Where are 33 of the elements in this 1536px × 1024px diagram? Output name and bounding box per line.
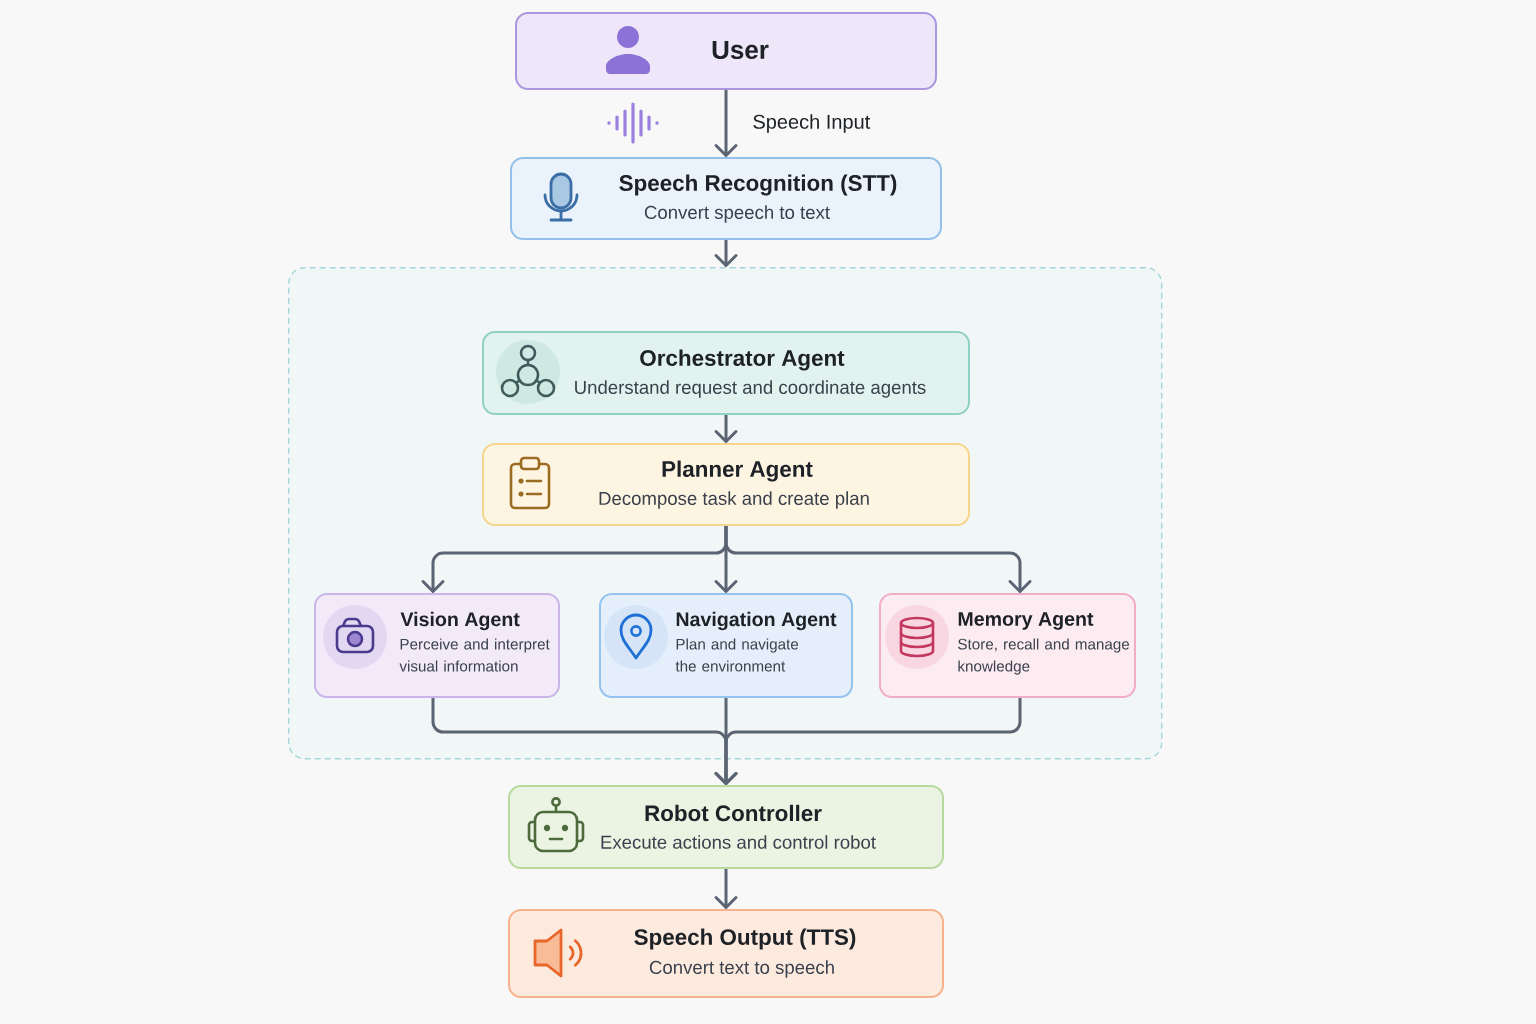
title: Planner Agent	[662, 460, 813, 482]
title: User	[712, 40, 769, 60]
title: Speech Recognition (STT)	[619, 174, 897, 196]
description: Plan and navigate the environment	[675, 638, 799, 672]
arrow	[714, 415, 738, 443]
edge-label: Speech Input	[750, 112, 873, 135]
process-box	[515, 12, 937, 90]
agent-card	[599, 593, 853, 698]
agent-box	[482, 331, 970, 415]
process-box	[508, 785, 944, 869]
title: Navigation Agent	[676, 611, 837, 631]
arrow	[714, 698, 1022, 785]
title: Robot Controller	[645, 804, 822, 822]
description: Convert text to speech	[649, 960, 834, 978]
agent-card	[879, 593, 1136, 698]
process-box	[510, 157, 942, 240]
description: Execute actions and control robot	[601, 835, 876, 849]
description: Decompose task and create plan	[599, 491, 869, 509]
arrow	[714, 240, 738, 267]
description: Perceive and interpret visual information	[399, 638, 550, 672]
agent-box	[482, 443, 970, 526]
description: Store, recall and manage knowledge	[958, 638, 1130, 675]
description: Understand request and coordinate agents	[575, 380, 926, 398]
title: Memory Agent	[958, 612, 1094, 630]
agent-card	[314, 593, 560, 698]
process-box	[508, 909, 944, 998]
title: Orchestrator Agent	[640, 349, 845, 371]
description: Convert speech to text	[644, 205, 830, 223]
title: Speech Output (TTS)	[634, 928, 856, 950]
arrow	[714, 90, 738, 157]
title: Vision Agent	[400, 611, 520, 631]
arrow	[714, 869, 738, 909]
arrow	[724, 526, 1032, 593]
